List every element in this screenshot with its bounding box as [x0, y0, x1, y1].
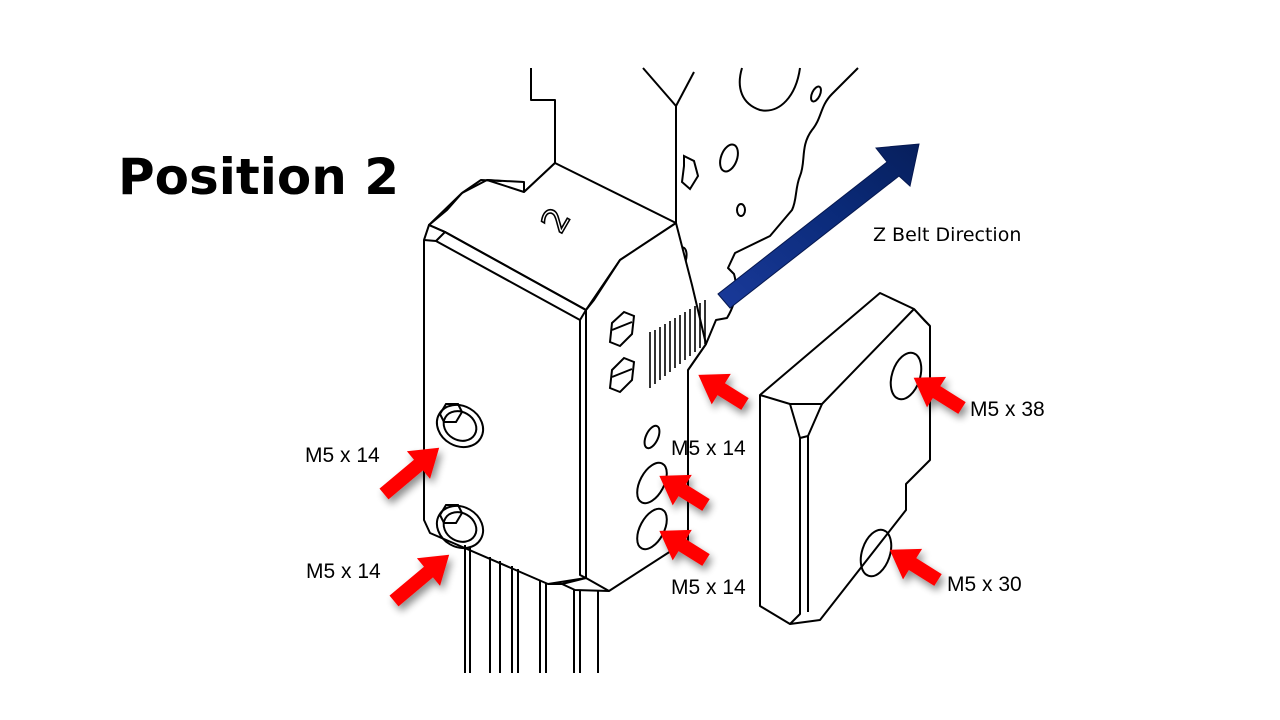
extrusion-rail: [464, 545, 599, 673]
belt-teeth: [649, 300, 706, 388]
slide-title: Position 2: [118, 148, 400, 206]
hex-pockets: [608, 310, 661, 450]
arrow-center-lower: [659, 529, 710, 566]
screw-arrows: [379, 373, 966, 607]
clamp-plate: [759, 292, 931, 625]
screw-label-plate-upper: M5 x 38: [970, 398, 1045, 421]
arrow-left-upper: [379, 447, 440, 500]
belt-direction-label: Z Belt Direction: [873, 224, 1022, 246]
arrow-left-lower: [389, 554, 450, 607]
arrow-center-upper: [659, 474, 710, 511]
screw-label-center-upper: M5 x 14: [671, 437, 746, 460]
belt-direction-arrow: [717, 143, 920, 309]
screw-label-plate-lower: M5 x 30: [947, 573, 1022, 596]
front-face-holes: [435, 403, 485, 550]
screw-label-left-upper: M5 x 14: [305, 444, 380, 467]
screw-label-left-lower: M5 x 14: [306, 560, 381, 583]
arrow-center-top: [698, 373, 749, 410]
block-bevels: [423, 179, 621, 592]
screw-label-center-lower: M5 x 14: [671, 576, 746, 599]
arrow-plate-lower: [889, 548, 942, 586]
arrow-plate-upper: [913, 376, 966, 414]
